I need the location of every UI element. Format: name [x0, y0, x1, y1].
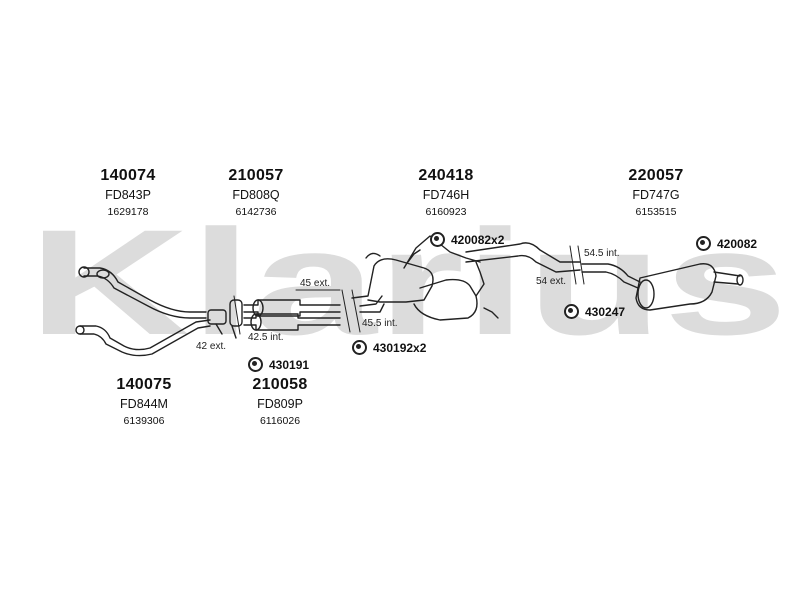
brand-watermark-text: Klarius [28, 222, 788, 342]
accessory-number: 430191 [269, 357, 310, 372]
part-code: FD747G [632, 188, 680, 202]
dimension-label: 45 ext. [300, 278, 331, 289]
part-number: 220057 [628, 167, 684, 184]
part-ref: 6116026 [259, 415, 301, 427]
part-label-210057: 210057 FD808Q 6142736 [196, 167, 316, 219]
accessory-number: 420082x2 [451, 232, 505, 247]
part-label-220057: 220057 FD747G 6153515 [596, 167, 716, 219]
accessory-number: 420082 [717, 236, 758, 251]
brand-watermark: Klarius [28, 222, 788, 342]
part-label-140074: 140074 FD843P 1629178 [68, 167, 188, 219]
part-label-210058: 210058 FD809P 6116026 [220, 376, 340, 428]
accessory-number: 430192x2 [373, 340, 427, 355]
accessory-430191: 430191 [248, 357, 309, 372]
part-number: 140074 [100, 167, 156, 184]
rubber-hanger-icon [696, 236, 711, 251]
clamp-icon [352, 340, 367, 355]
accessory-430247: 430247 [564, 304, 625, 319]
part-number: 210058 [252, 376, 308, 393]
part-number: 140075 [116, 376, 172, 393]
part-ref: 6142736 [235, 206, 277, 218]
part-code: FD844M [120, 397, 168, 411]
part-ref: 1629178 [107, 206, 149, 218]
part-ref: 6160923 [425, 206, 467, 218]
dimension-marks [233, 245, 585, 335]
part-code: FD809P [257, 397, 303, 411]
rear-silencer-220057 [581, 263, 744, 311]
clamp-joint-left [207, 299, 243, 339]
part-label-240418: 240418 FD746H 6160923 [386, 167, 506, 219]
accessory-420082x2: 420082x2 [430, 232, 504, 247]
part-ref: 6139306 [123, 415, 165, 427]
rubber-hanger-icon [430, 232, 445, 247]
clamp-icon [248, 357, 263, 372]
dimension-label: 54.5 int. [584, 248, 620, 259]
part-ref: 6153515 [635, 206, 677, 218]
part-code: FD808Q [232, 188, 280, 202]
dimension-label: 45.5 int. [362, 318, 398, 329]
intermediate-pipes [243, 299, 341, 331]
part-number: 210057 [228, 167, 284, 184]
front-pipe-140074 [78, 266, 207, 319]
dimension-label: 42 ext. [196, 341, 227, 352]
part-label-140075: 140075 FD844M 6139306 [84, 376, 204, 428]
part-number: 240418 [418, 167, 474, 184]
accessory-420082: 420082 [696, 236, 757, 251]
clamp-icon [564, 304, 579, 319]
part-code: FD843P [105, 188, 151, 202]
accessory-number: 430247 [585, 304, 626, 319]
dimension-label: 54 ext. [536, 276, 567, 287]
front-pipe-140075 [75, 319, 211, 357]
accessory-430192x2: 430192x2 [352, 340, 426, 355]
part-code: FD746H [422, 188, 470, 202]
dimension-label: 42.5 int. [248, 332, 284, 343]
centre-silencer-240418 [351, 235, 581, 321]
